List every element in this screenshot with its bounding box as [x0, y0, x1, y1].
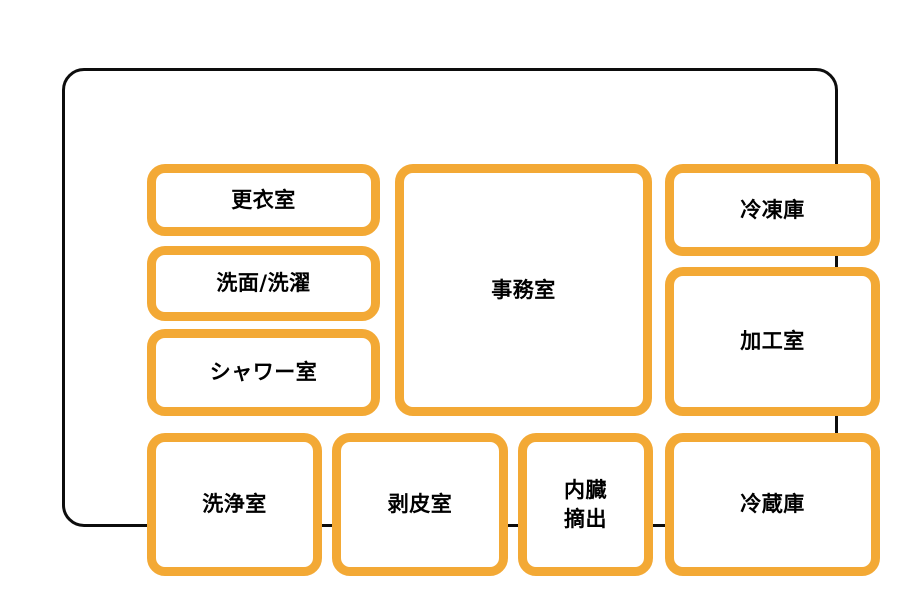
room-label-changing: 更衣室 [231, 187, 296, 212]
room-label-processing: 加工室 [740, 329, 805, 354]
room-label-evisceration: 内臓 摘出 [564, 478, 607, 531]
room-washbasin[interactable]: 洗面/洗濯 [147, 246, 380, 321]
room-cleaning[interactable]: 洗浄室 [147, 433, 322, 576]
room-freezer[interactable]: 冷凍庫 [665, 164, 880, 256]
room-shower[interactable]: シャワー室 [147, 329, 380, 416]
room-evisceration[interactable]: 内臓 摘出 [518, 433, 653, 576]
room-processing[interactable]: 加工室 [665, 267, 880, 416]
room-fridge[interactable]: 冷蔵庫 [665, 433, 880, 576]
room-label-skinning: 剥皮室 [387, 492, 453, 517]
building-outline: 更衣室 洗面/洗濯 シャワー室 事務室 冷凍庫 加工室 洗浄室 剥皮室 内臓 摘… [62, 68, 880, 576]
room-skinning[interactable]: 剥皮室 [332, 433, 508, 576]
room-label-washbasin: 洗面/洗濯 [216, 271, 311, 296]
room-changing[interactable]: 更衣室 [147, 164, 380, 236]
room-label-fridge: 冷蔵庫 [740, 492, 805, 517]
room-label-office: 事務室 [491, 277, 556, 302]
room-label-shower: シャワー室 [209, 360, 318, 385]
room-label-cleaning: 洗浄室 [202, 492, 267, 517]
room-office[interactable]: 事務室 [395, 164, 652, 416]
room-label-freezer: 冷凍庫 [740, 197, 805, 222]
